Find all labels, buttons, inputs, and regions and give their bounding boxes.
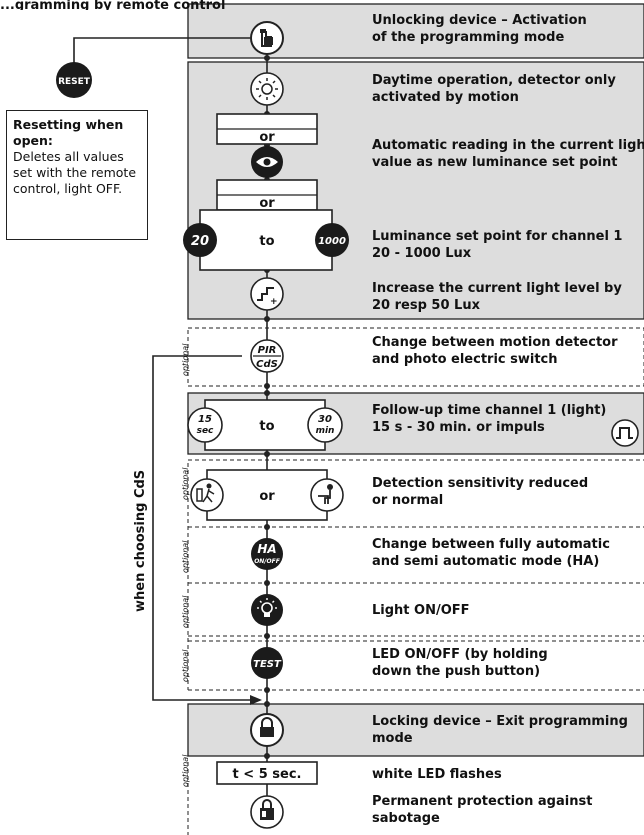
cds-bypass-arrow [250,695,262,705]
protection-icon [250,795,284,829]
step-white-led: white LED flashes [372,767,502,782]
reset-note-heading: Resetting when open: [13,117,124,148]
or-label-1: or [259,130,275,145]
time-min-number: 15 [198,414,212,425]
time-max-unit: min [316,426,335,436]
reset-button-label: RESET [58,77,91,87]
sun-icon [250,72,284,106]
time-max-badge [307,407,343,443]
cds-bypass-line [152,355,255,701]
light-bulb-icon [251,594,283,626]
pir-cds-icon [250,339,284,373]
cds-label: CdS [256,359,278,370]
timer-box [216,761,318,785]
or-label-2: or [259,196,275,211]
optional-label: optional [181,467,190,500]
lock-icon [250,713,284,747]
eye-icon [251,146,283,178]
lux-min-label: 20 [191,234,209,249]
timer-label: t < 5 sec. [233,767,302,782]
time-min-badge [187,407,223,443]
lux-min-badge [183,223,217,257]
reset-button [56,62,92,98]
svg-text:+: + [270,297,278,307]
time-max-number: 30 [318,414,332,425]
step-followup: Follow-up time channel 1 (light)15 s - 3… [372,403,607,435]
impulse-icon [611,419,639,447]
ha-label: HA [257,542,276,556]
test-icon [251,647,283,679]
lux-range-box [199,209,333,271]
sensitivity-normal-icon [310,478,344,512]
lux-max-badge [315,223,349,257]
reset-note: Resetting when open: Deletes all values … [6,110,148,240]
optional-label: optional [181,595,190,628]
step-light: Light ON/OFF [372,603,470,618]
optional-label: optional [181,540,190,573]
time-to-label: to [259,419,274,434]
unlock-icon [250,21,284,55]
pir-label: PIR [258,345,277,356]
time-range-box [204,399,326,451]
page-title-fragment: ...gramming by remote control [0,0,226,10]
lux-to-label: to [259,234,274,249]
optional-label: optional [181,754,190,787]
optional-row-borders [187,327,644,835]
sensitivity-or-label: or [259,489,275,504]
ha-sublabel: ON/OFF [254,558,281,565]
lux-max-label: 1000 [318,236,346,247]
ha-icon [251,538,283,570]
test-label: TEST [253,659,282,670]
reset-note-body: Deletes all values set with the remote c… [13,149,137,196]
sensitivity-box [206,469,328,521]
step-up-icon: + [250,277,284,311]
time-min-unit: sec [197,426,214,436]
optional-label: optional [181,343,190,376]
sensitivity-reduced-icon [190,478,224,512]
cds-side-label: when choosing CdS [133,469,148,612]
optional-label: optional [181,649,190,682]
